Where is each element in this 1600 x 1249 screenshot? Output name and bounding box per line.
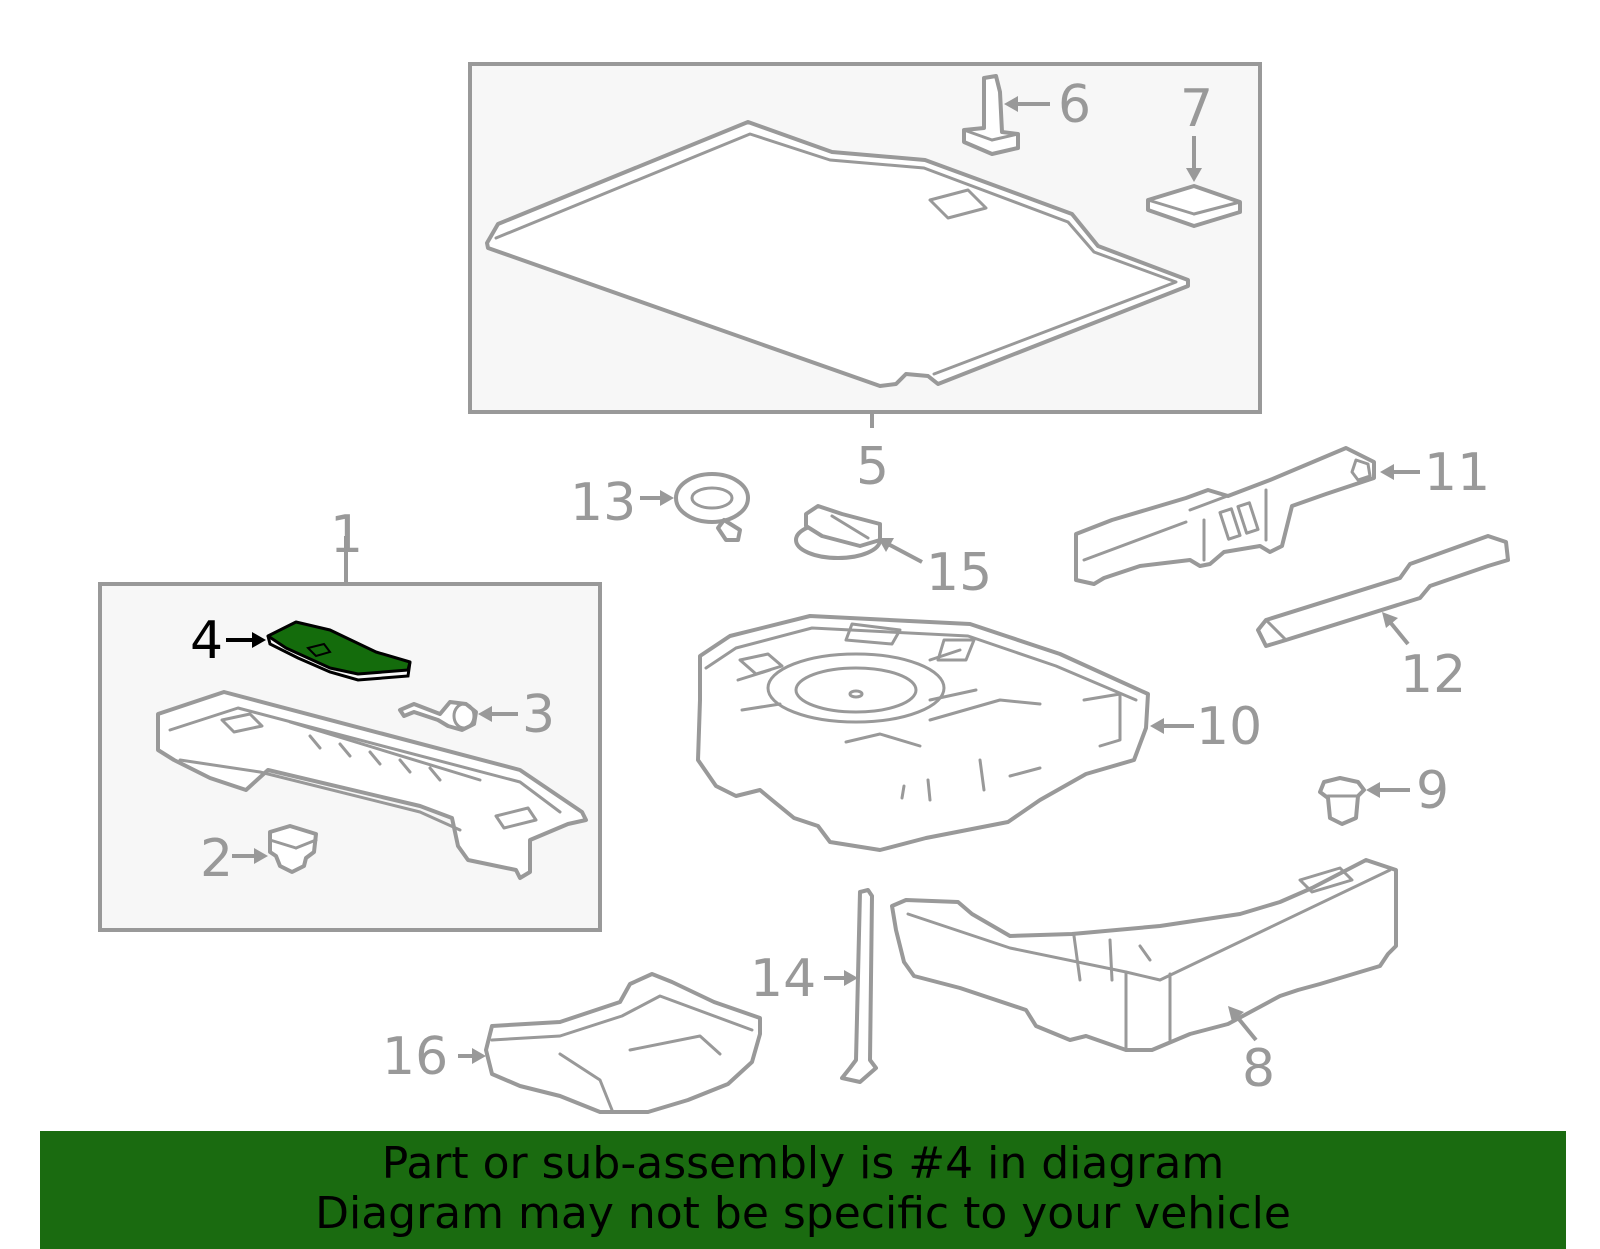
callout-7: 7 [1180, 79, 1213, 139]
part-11-jack[interactable] [1074, 446, 1376, 586]
callout-10: 10 [1196, 697, 1262, 757]
part-4-cover-highlighted[interactable] [266, 620, 412, 682]
part-8-lower-tray[interactable] [890, 858, 1398, 1052]
callout-13: 13 [570, 473, 636, 533]
part-16-small-tray[interactable] [484, 972, 762, 1114]
callout-4: 4 [190, 611, 223, 671]
callout-5: 5 [856, 437, 889, 497]
banner-line-1: Part or sub-assembly is #4 in diagram [381, 1138, 1225, 1189]
part-7-pad[interactable] [1146, 184, 1242, 228]
callout-16: 16 [382, 1027, 448, 1087]
callout-6: 6 [1058, 75, 1091, 135]
part-14-rod[interactable] [840, 888, 878, 1084]
callout-1: 1 [330, 505, 363, 565]
part-13-grommet[interactable] [674, 472, 750, 542]
callout-3: 3 [522, 685, 555, 745]
part-5-floor-panel[interactable] [485, 120, 1190, 428]
callout-9: 9 [1416, 761, 1449, 821]
callout-8: 8 [1242, 1039, 1275, 1099]
part-6-fastener[interactable] [962, 74, 1020, 156]
callout-15: 15 [926, 543, 992, 603]
part-3-clip[interactable] [398, 700, 478, 732]
part-1-rear-panel[interactable] [156, 536, 588, 880]
callout-12: 12 [1400, 645, 1466, 705]
leader-lines [226, 96, 1420, 1064]
part-9-cap[interactable] [1318, 776, 1366, 826]
part-15-nut[interactable] [794, 504, 882, 560]
callout-14: 14 [750, 949, 816, 1009]
part-10-foam-tray[interactable] [696, 614, 1150, 852]
info-banner: Part or sub-assembly is #4 in diagram Di… [40, 1131, 1566, 1249]
part-12-wrench[interactable] [1256, 534, 1510, 648]
part-2-plug[interactable] [268, 824, 318, 874]
callout-11: 11 [1424, 443, 1490, 503]
callout-2: 2 [200, 829, 233, 889]
banner-line-2: Diagram may not be specific to your vehi… [315, 1188, 1291, 1239]
